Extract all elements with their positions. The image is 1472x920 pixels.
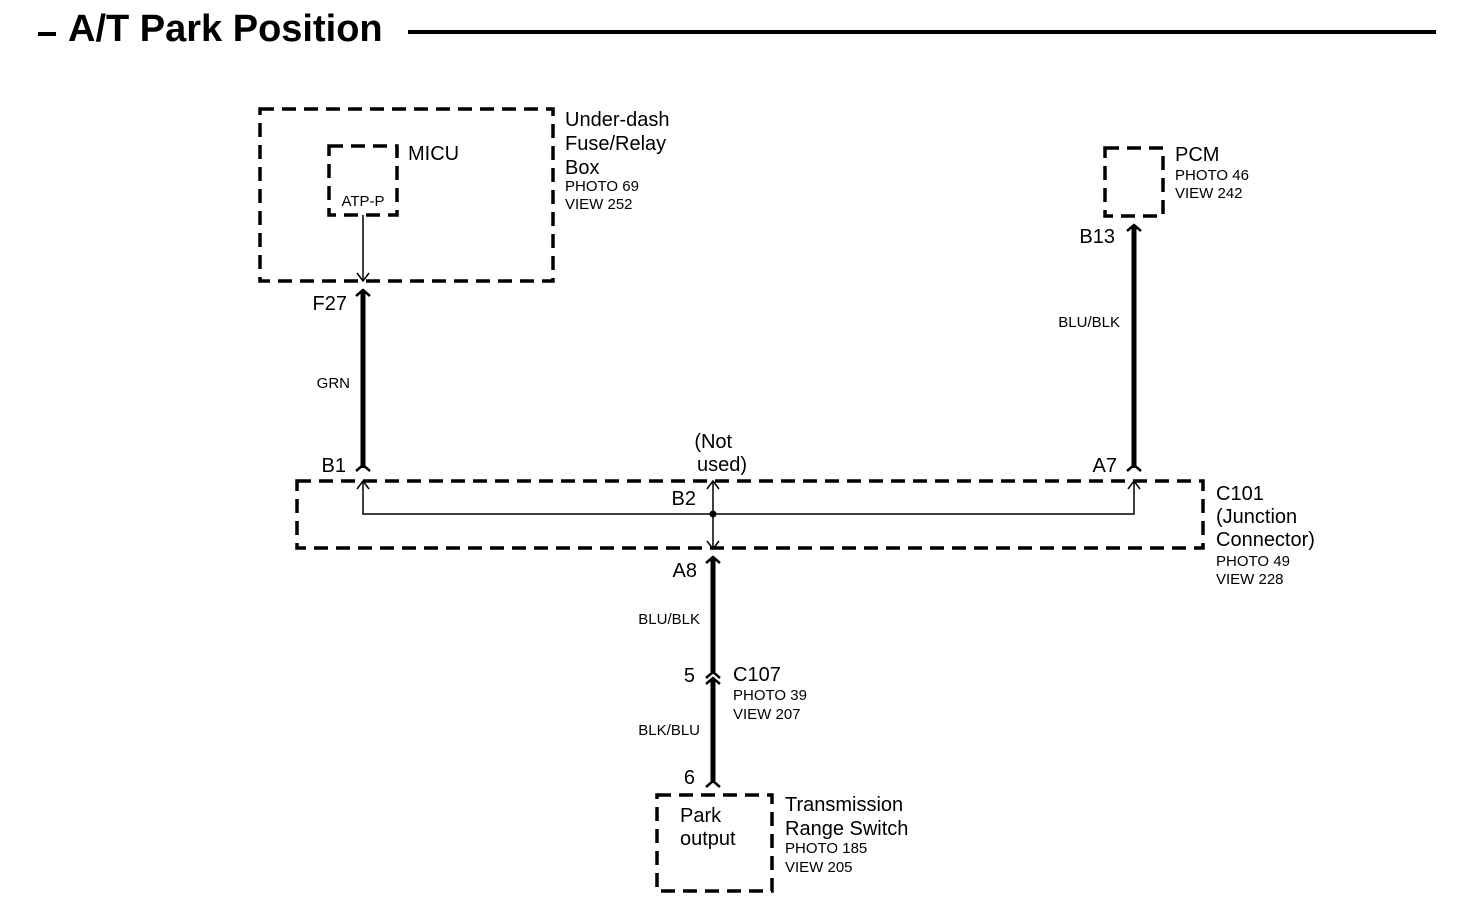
micu-arrow-head — [356, 272, 370, 283]
pin-b1: B1 — [322, 455, 346, 477]
c101-label: C101 (Junction Connector) — [1216, 483, 1315, 551]
micu-label: MICU — [408, 143, 459, 165]
not-used-label: (Not used) — [694, 431, 747, 476]
under-dash-box-photo: PHOTO 69 — [565, 178, 639, 195]
micu-box — [327, 144, 399, 217]
a7-internal-arrow — [1127, 479, 1141, 490]
transmission-range-switch-box — [655, 793, 774, 893]
wire-label-grn: GRN — [317, 375, 350, 392]
pin-f27: F27 — [313, 293, 347, 315]
b2-internal-arrow — [706, 479, 720, 490]
a7-connector-cap — [1126, 463, 1142, 472]
wire-label-a8-blu-blk: BLU/BLK — [638, 611, 700, 628]
c101-junction-connector-box — [295, 479, 1205, 550]
splice-dot — [709, 510, 717, 518]
wire-label-blk-blu: BLK/BLU — [638, 722, 700, 739]
trs-connector-cap — [705, 779, 721, 788]
under-dash-fuse-relay-box — [258, 107, 555, 283]
b1-internal-arrow — [356, 479, 370, 490]
micu-terminal-label: ATP-P — [341, 193, 384, 210]
a8-connector-cap — [705, 555, 721, 564]
under-dash-box-view: VIEW 252 — [565, 196, 633, 213]
page-title: A/T Park Position — [68, 8, 383, 50]
c107-connector-cap-lower — [705, 676, 721, 685]
under-dash-box-label: Under-dash Fuse/Relay Box — [565, 109, 675, 179]
c101-photo: PHOTO 49 — [1216, 553, 1290, 570]
c107-label: C107 — [733, 664, 781, 686]
c107-view: VIEW 207 — [733, 706, 801, 723]
f27-connector-cap — [355, 288, 371, 297]
b13-connector-cap — [1126, 223, 1142, 232]
pcm-photo: PHOTO 46 — [1175, 167, 1249, 184]
pcm-label: PCM — [1175, 144, 1219, 166]
trs-view: VIEW 205 — [785, 859, 853, 876]
pcm-box — [1103, 146, 1165, 218]
a8-internal-arrow — [706, 540, 720, 551]
pin-a7: A7 — [1093, 455, 1117, 477]
c101-view: VIEW 228 — [1216, 571, 1284, 588]
pin-b13: B13 — [1079, 226, 1115, 248]
c107-connector-cap-upper — [705, 670, 721, 679]
pin-c107-5: 5 — [684, 665, 695, 687]
c107-photo: PHOTO 39 — [733, 687, 807, 704]
pin-a8: A8 — [673, 560, 697, 582]
wire-label-pcm-blu-blk: BLU/BLK — [1058, 314, 1120, 331]
c101-internal-bus — [362, 481, 1135, 515]
pin-trs-6: 6 — [684, 767, 695, 789]
pin-b2: B2 — [672, 488, 696, 510]
trs-inner-label: Park output — [680, 805, 736, 850]
b1-connector-cap — [355, 463, 371, 472]
trs-photo: PHOTO 185 — [785, 840, 867, 857]
trs-label: Transmission Range Switch — [785, 794, 909, 840]
pcm-view: VIEW 242 — [1175, 185, 1243, 202]
